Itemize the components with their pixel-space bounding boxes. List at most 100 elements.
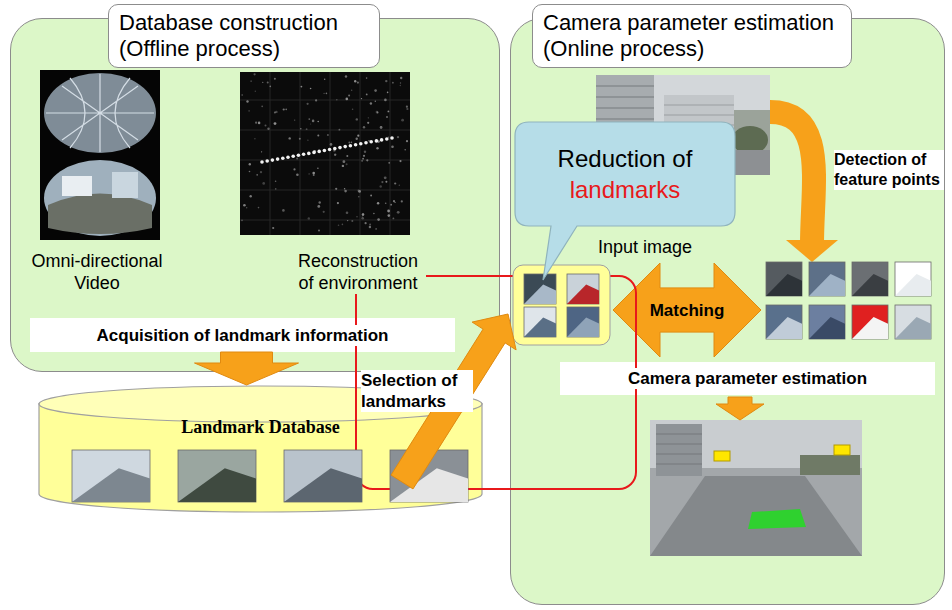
process-bar: Acquisition of landmark information (30, 318, 455, 352)
point (373, 213, 374, 214)
point (326, 93, 328, 95)
point (309, 173, 310, 174)
input-photo (732, 126, 768, 154)
flow-arrow (391, 314, 764, 489)
camera-path-point (302, 153, 306, 157)
result-photo (650, 420, 862, 556)
point (363, 155, 365, 157)
camera-path-point (369, 140, 373, 144)
point (356, 138, 358, 140)
label-holder: Detection of feature points (834, 150, 944, 190)
point (404, 149, 406, 151)
omni-video-image (48, 194, 152, 235)
patch-detail (766, 274, 802, 296)
curved-arrow (770, 112, 814, 244)
point (354, 80, 356, 82)
selection-arrow (391, 314, 516, 489)
patch-detail (524, 285, 556, 305)
camera-path-point (375, 139, 379, 143)
point (275, 188, 277, 190)
point (260, 171, 262, 173)
point (370, 195, 372, 197)
point (406, 106, 408, 108)
double-arrow: Matching (612, 262, 762, 358)
input-photo (664, 105, 734, 135)
point (367, 122, 369, 124)
camera-path-point (271, 158, 275, 162)
point (351, 90, 352, 91)
input-photo (596, 75, 770, 175)
patch (852, 305, 888, 339)
result-photo (656, 424, 702, 476)
curved-arrow (770, 112, 838, 262)
text-holder: Landmark Database (38, 416, 483, 438)
point (346, 155, 348, 157)
input-photo (596, 86, 654, 152)
arrow-label: Matching (650, 300, 725, 321)
point (346, 211, 349, 214)
patch-detail (852, 317, 888, 339)
omni-video-image (112, 172, 138, 198)
camera-path-point (286, 155, 290, 159)
patch (524, 274, 556, 304)
result-photo (714, 451, 730, 461)
camera-path-point (307, 152, 311, 156)
point (391, 146, 394, 149)
point (358, 190, 360, 192)
camera-path-point (265, 159, 269, 163)
patch-detail (809, 274, 845, 296)
point (306, 128, 308, 130)
patch (852, 262, 888, 296)
point (361, 217, 364, 220)
point (366, 94, 368, 96)
process-bar: Camera parameter estimation (560, 362, 935, 395)
point (399, 185, 400, 186)
point (384, 176, 387, 179)
point (376, 111, 379, 114)
patch-detail (766, 317, 802, 339)
point (385, 203, 387, 205)
patch (895, 305, 931, 339)
point (282, 209, 285, 212)
point (258, 122, 261, 125)
point (400, 85, 401, 86)
point (377, 202, 379, 204)
point (308, 217, 310, 219)
point (317, 134, 319, 136)
point (323, 211, 325, 213)
point (406, 108, 408, 110)
point (313, 174, 315, 176)
point (345, 75, 347, 77)
reconstruction-image (240, 72, 410, 235)
point (393, 200, 395, 202)
point (296, 157, 298, 159)
point (310, 88, 312, 90)
patch-detail (852, 274, 888, 296)
patch (895, 262, 931, 296)
point (294, 119, 295, 120)
point (243, 204, 246, 207)
point-cloud (241, 73, 408, 231)
camera-path-point (291, 154, 295, 158)
point (301, 86, 303, 88)
point (365, 222, 367, 224)
point (342, 224, 344, 226)
point (386, 116, 388, 118)
heading-holder: Camera parameter estimation (Online proc… (532, 4, 852, 68)
point (370, 102, 372, 104)
camera-path-point (297, 154, 301, 158)
point (317, 121, 319, 123)
caption-label: Input image (598, 236, 692, 258)
camera-path-point (333, 147, 337, 151)
point (327, 134, 329, 136)
callout-text: Reduction of (558, 143, 693, 174)
point (388, 162, 390, 164)
camera-path-point (312, 151, 316, 155)
callout-outline (515, 122, 735, 226)
patch-detail (284, 468, 362, 502)
point (387, 210, 390, 213)
point (241, 94, 243, 96)
patch (567, 307, 599, 337)
point (293, 168, 295, 170)
